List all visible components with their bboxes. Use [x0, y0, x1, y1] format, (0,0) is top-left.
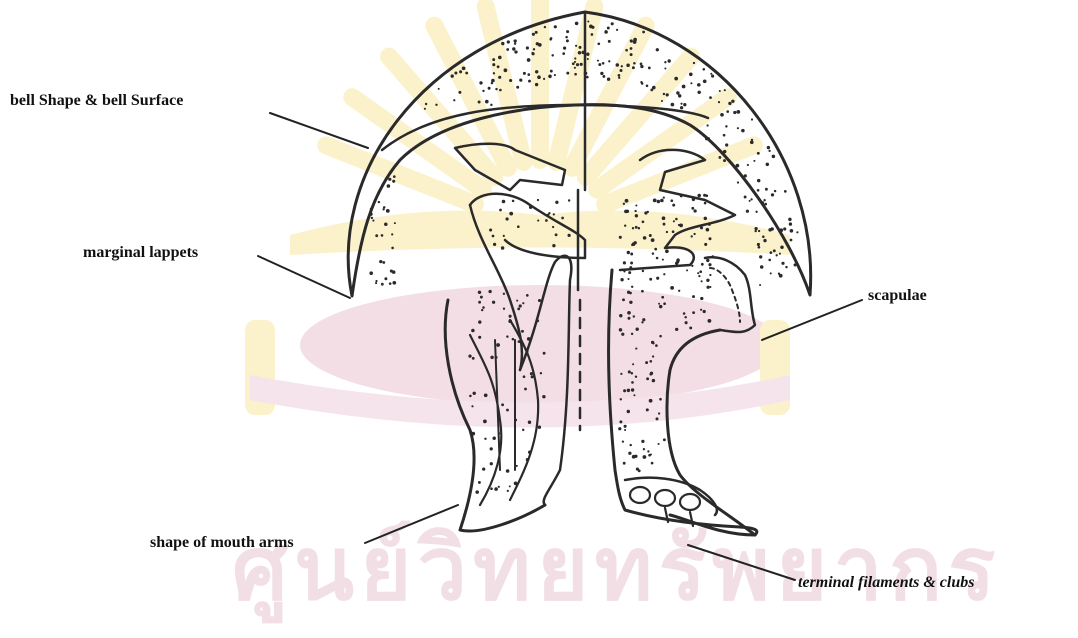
label-bell-shape: bell Shape & bell Surface [10, 92, 183, 110]
label-mouth-arms: shape of mouth arms [150, 534, 294, 552]
label-marginal-lappets: marginal lappets [83, 244, 198, 262]
label-scapulae: scapulae [868, 287, 927, 305]
label-terminal-filaments: terminal filaments & clubs [798, 574, 974, 592]
leader-mouth-arms [365, 505, 458, 543]
leader-lappets [258, 256, 350, 298]
leader-filaments [688, 545, 795, 580]
